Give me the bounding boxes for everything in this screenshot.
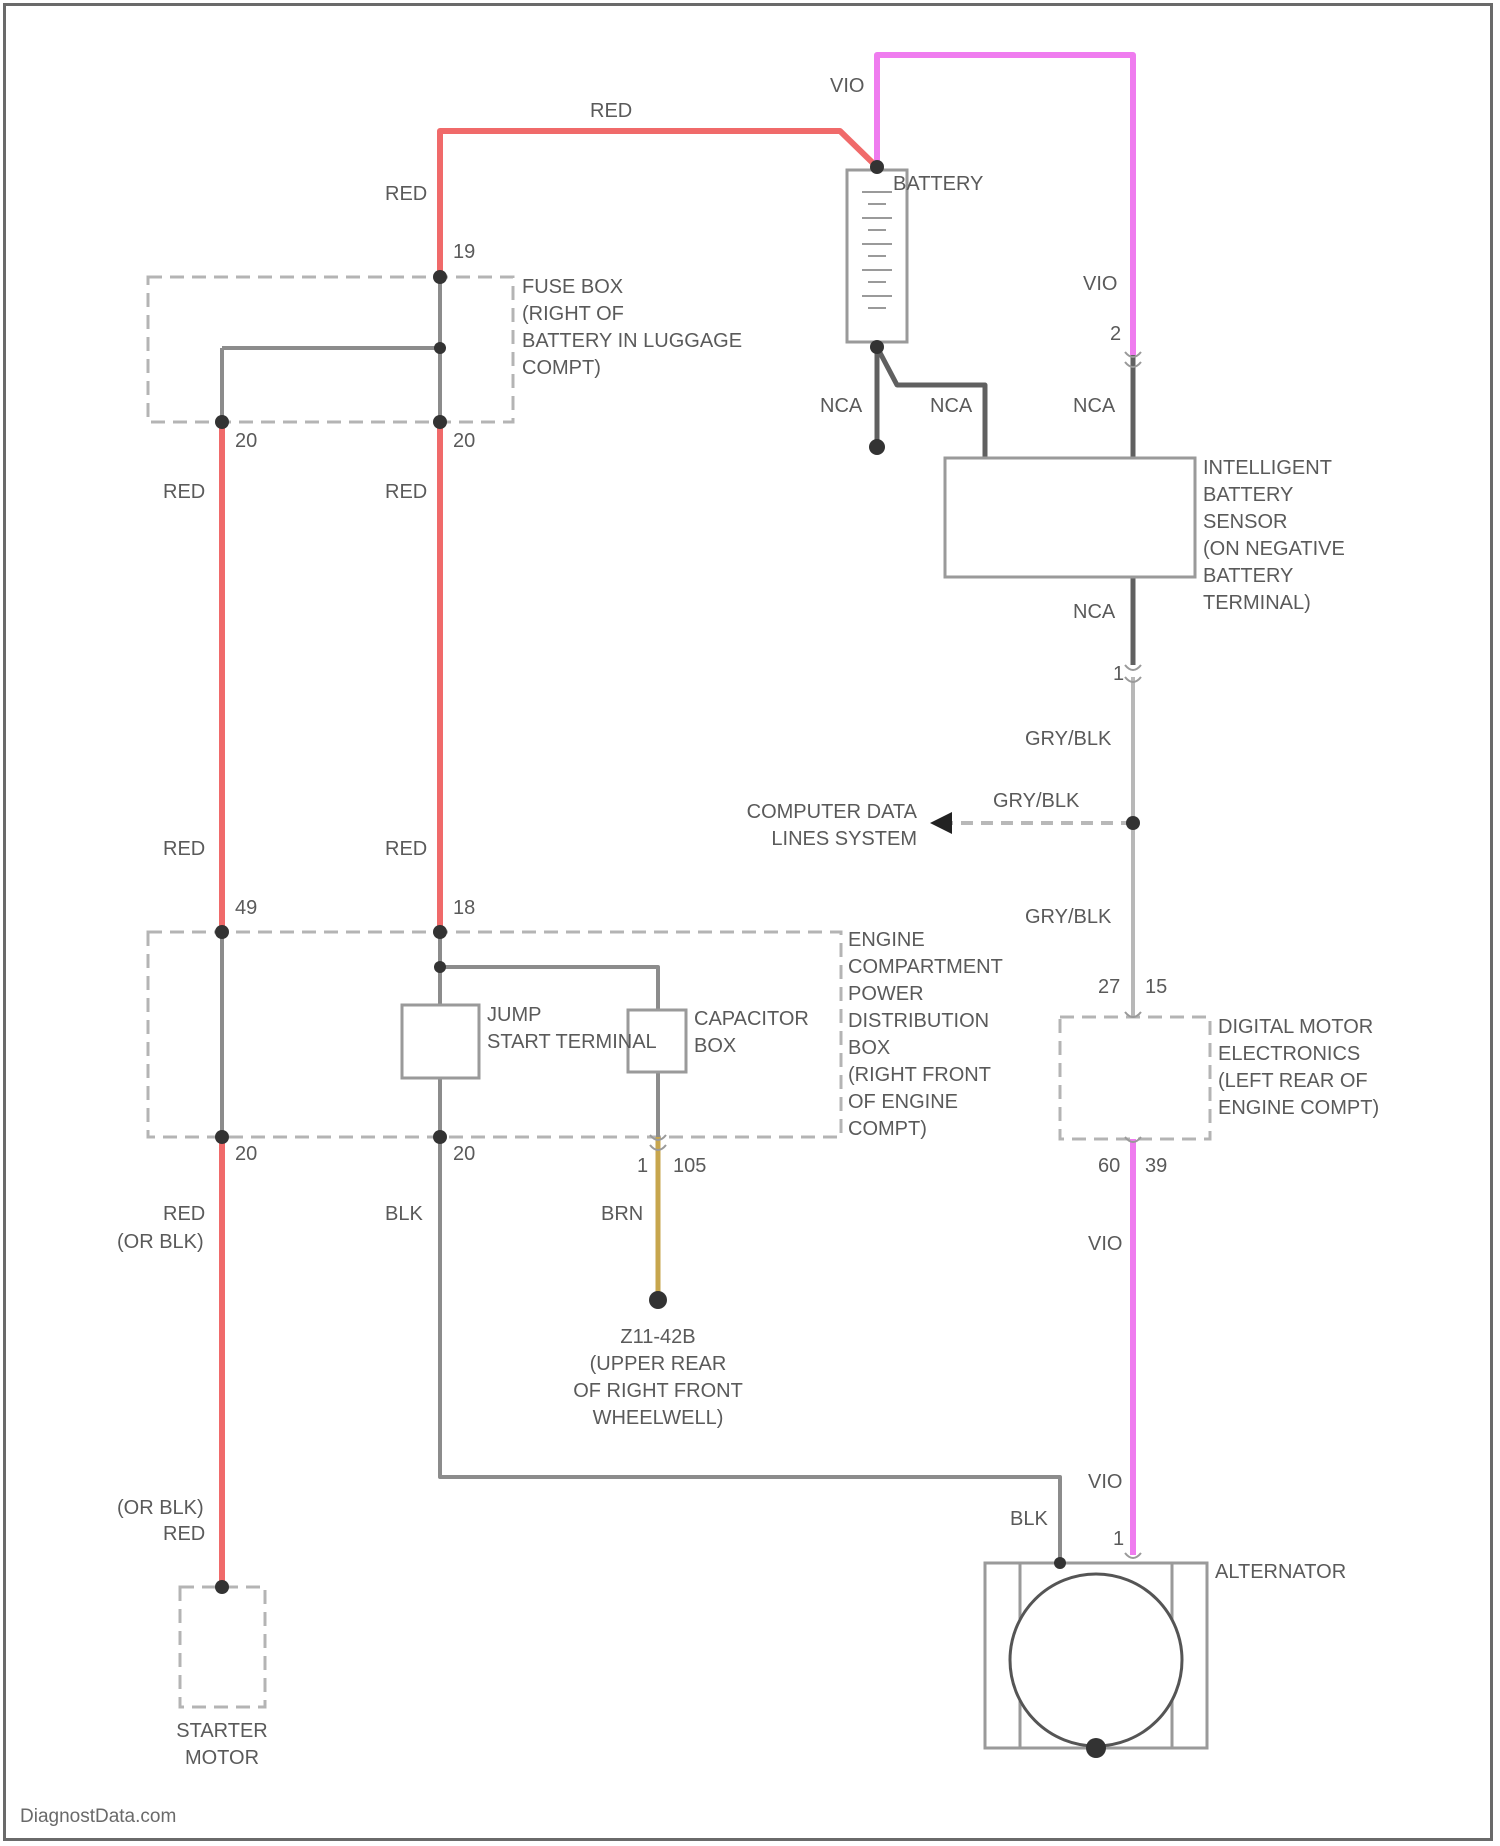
wire-label: RED (163, 838, 205, 860)
svg-text:DISTRIBUTION: DISTRIBUTION (848, 1010, 989, 1032)
ibs-label: INTELLIGENT BATTERY SENSOR (ON NEGATIVE … (1203, 457, 1345, 614)
pin-number: 20 (453, 430, 475, 452)
svg-text:TERMINAL): TERMINAL) (1203, 592, 1311, 614)
black-wire-epdb-to-alternator (440, 1137, 1060, 1563)
svg-text:JUMP: JUMP (487, 1004, 541, 1026)
svg-text:FUSE BOX: FUSE BOX (522, 276, 623, 298)
svg-text:ELECTRONICS: ELECTRONICS (1218, 1043, 1360, 1065)
svg-text:INTELLIGENT: INTELLIGENT (1203, 457, 1332, 479)
intelligent-battery-sensor-box (945, 458, 1195, 577)
pin-number: 1 (1113, 663, 1124, 685)
wire-label: VIO (830, 75, 864, 97)
wire-label: RED (385, 838, 427, 860)
svg-text:BATTERY: BATTERY (1203, 484, 1293, 506)
wire-label: GRY/BLK (1025, 906, 1112, 928)
wire-label: BLK (1010, 1508, 1048, 1530)
wire-label: RED (163, 1523, 205, 1545)
svg-text:OF ENGINE: OF ENGINE (848, 1091, 958, 1113)
pin-number: 18 (453, 897, 475, 919)
svg-text:COMPARTMENT: COMPARTMENT (848, 956, 1003, 978)
wire-label: RED (385, 481, 427, 503)
svg-text:CAPACITOR: CAPACITOR (694, 1008, 809, 1030)
wire-label: RED (163, 1203, 205, 1225)
svg-text:(ON NEGATIVE: (ON NEGATIVE (1203, 538, 1345, 560)
svg-text:(LEFT REAR OF: (LEFT REAR OF (1218, 1070, 1368, 1092)
pin-number: 27 (1098, 976, 1120, 998)
svg-text:BATTERY: BATTERY (1203, 565, 1293, 587)
pin-number: 105 (673, 1155, 706, 1177)
dme-outline (1060, 1017, 1210, 1139)
wire-label: BLK (385, 1203, 423, 1225)
fuse-box-label: FUSE BOX (RIGHT OF BATTERY IN LUGGAGE CO… (522, 276, 742, 379)
wire-label: NCA (820, 395, 863, 417)
computer-data-arrow-icon (930, 812, 952, 834)
svg-text:WHEELWELL): WHEELWELL) (593, 1407, 724, 1429)
wire-label: GRY/BLK (993, 790, 1080, 812)
computer-data-lines-label: COMPUTER DATA LINES SYSTEM (747, 801, 918, 850)
wire-label: VIO (1083, 273, 1117, 295)
pin-number: 20 (235, 1143, 257, 1165)
svg-text:START TERMINAL: START TERMINAL (487, 1031, 657, 1053)
svg-text:POWER: POWER (848, 983, 924, 1005)
pin-number: 2 (1110, 323, 1121, 345)
wire-label: (OR BLK) (117, 1497, 204, 1519)
wire-label: VIO (1088, 1233, 1122, 1255)
wire-label: (OR BLK) (117, 1231, 204, 1253)
svg-text:ENGINE COMPT): ENGINE COMPT) (1218, 1097, 1379, 1119)
wire-label: RED (163, 481, 205, 503)
violet-wire-battery-to-ibs (877, 55, 1133, 355)
starter-motor-label: STARTER MOTOR (176, 1720, 268, 1769)
svg-text:BATTERY IN LUGGAGE: BATTERY IN LUGGAGE (522, 330, 742, 352)
epdb-label: ENGINE COMPARTMENT POWER DISTRIBUTION BO… (848, 929, 1003, 1140)
pin-number: 20 (235, 430, 257, 452)
pin-number: 1 (1113, 1528, 1124, 1550)
ground-point-label: Z11-42B (UPPER REAR OF RIGHT FRONT WHEEL… (573, 1326, 743, 1429)
dme-label: DIGITAL MOTOR ELECTRONICS (LEFT REAR OF … (1218, 1016, 1379, 1119)
pin-number: 1 (637, 1155, 648, 1177)
wire-label: RED (385, 183, 427, 205)
wire-label: BRN (601, 1203, 643, 1225)
alternator-label: ALTERNATOR (1215, 1561, 1346, 1583)
svg-text:DIGITAL MOTOR: DIGITAL MOTOR (1218, 1016, 1373, 1038)
svg-text:STARTER: STARTER (176, 1720, 268, 1742)
svg-text:Z11-42B: Z11-42B (620, 1326, 695, 1348)
wire-label: VIO (1088, 1471, 1122, 1493)
svg-text:BOX: BOX (848, 1037, 890, 1059)
wire-label: GRY/BLK (1025, 728, 1112, 750)
svg-text:MOTOR: MOTOR (185, 1747, 259, 1769)
svg-text:OF RIGHT FRONT: OF RIGHT FRONT (573, 1380, 743, 1402)
wire-label: RED (590, 100, 632, 122)
wire-label: NCA (1073, 601, 1116, 623)
svg-text:(UPPER REAR: (UPPER REAR (590, 1353, 727, 1375)
pin-number: 19 (453, 241, 475, 263)
pin-number: 20 (453, 1143, 475, 1165)
red-wire-battery-to-fuse (440, 131, 877, 277)
wire-label: NCA (930, 395, 973, 417)
svg-text:COMPT): COMPT) (848, 1118, 927, 1140)
battery-label: BATTERY (893, 173, 983, 195)
alternator-icon (1010, 1574, 1182, 1746)
svg-text:LINES SYSTEM: LINES SYSTEM (771, 828, 917, 850)
capacitor-box-label: CAPACITOR BOX (694, 1008, 809, 1057)
svg-text:COMPT): COMPT) (522, 357, 601, 379)
svg-text:SENSOR: SENSOR (1203, 511, 1287, 533)
jump-start-terminal-box (402, 1005, 479, 1078)
starter-motor-outline (180, 1587, 265, 1707)
pin-number: 49 (235, 897, 257, 919)
pin-number: 60 (1098, 1155, 1120, 1177)
svg-text:(RIGHT FRONT: (RIGHT FRONT (848, 1064, 991, 1086)
svg-text:(RIGHT OF: (RIGHT OF (522, 303, 624, 325)
wire-label: NCA (1073, 395, 1116, 417)
svg-text:ENGINE: ENGINE (848, 929, 925, 951)
pin-number: 39 (1145, 1155, 1167, 1177)
svg-text:BOX: BOX (694, 1035, 736, 1057)
pin-number: 15 (1145, 976, 1167, 998)
watermark: DiagnostData.com (20, 1806, 176, 1827)
svg-text:COMPUTER DATA: COMPUTER DATA (747, 801, 918, 823)
